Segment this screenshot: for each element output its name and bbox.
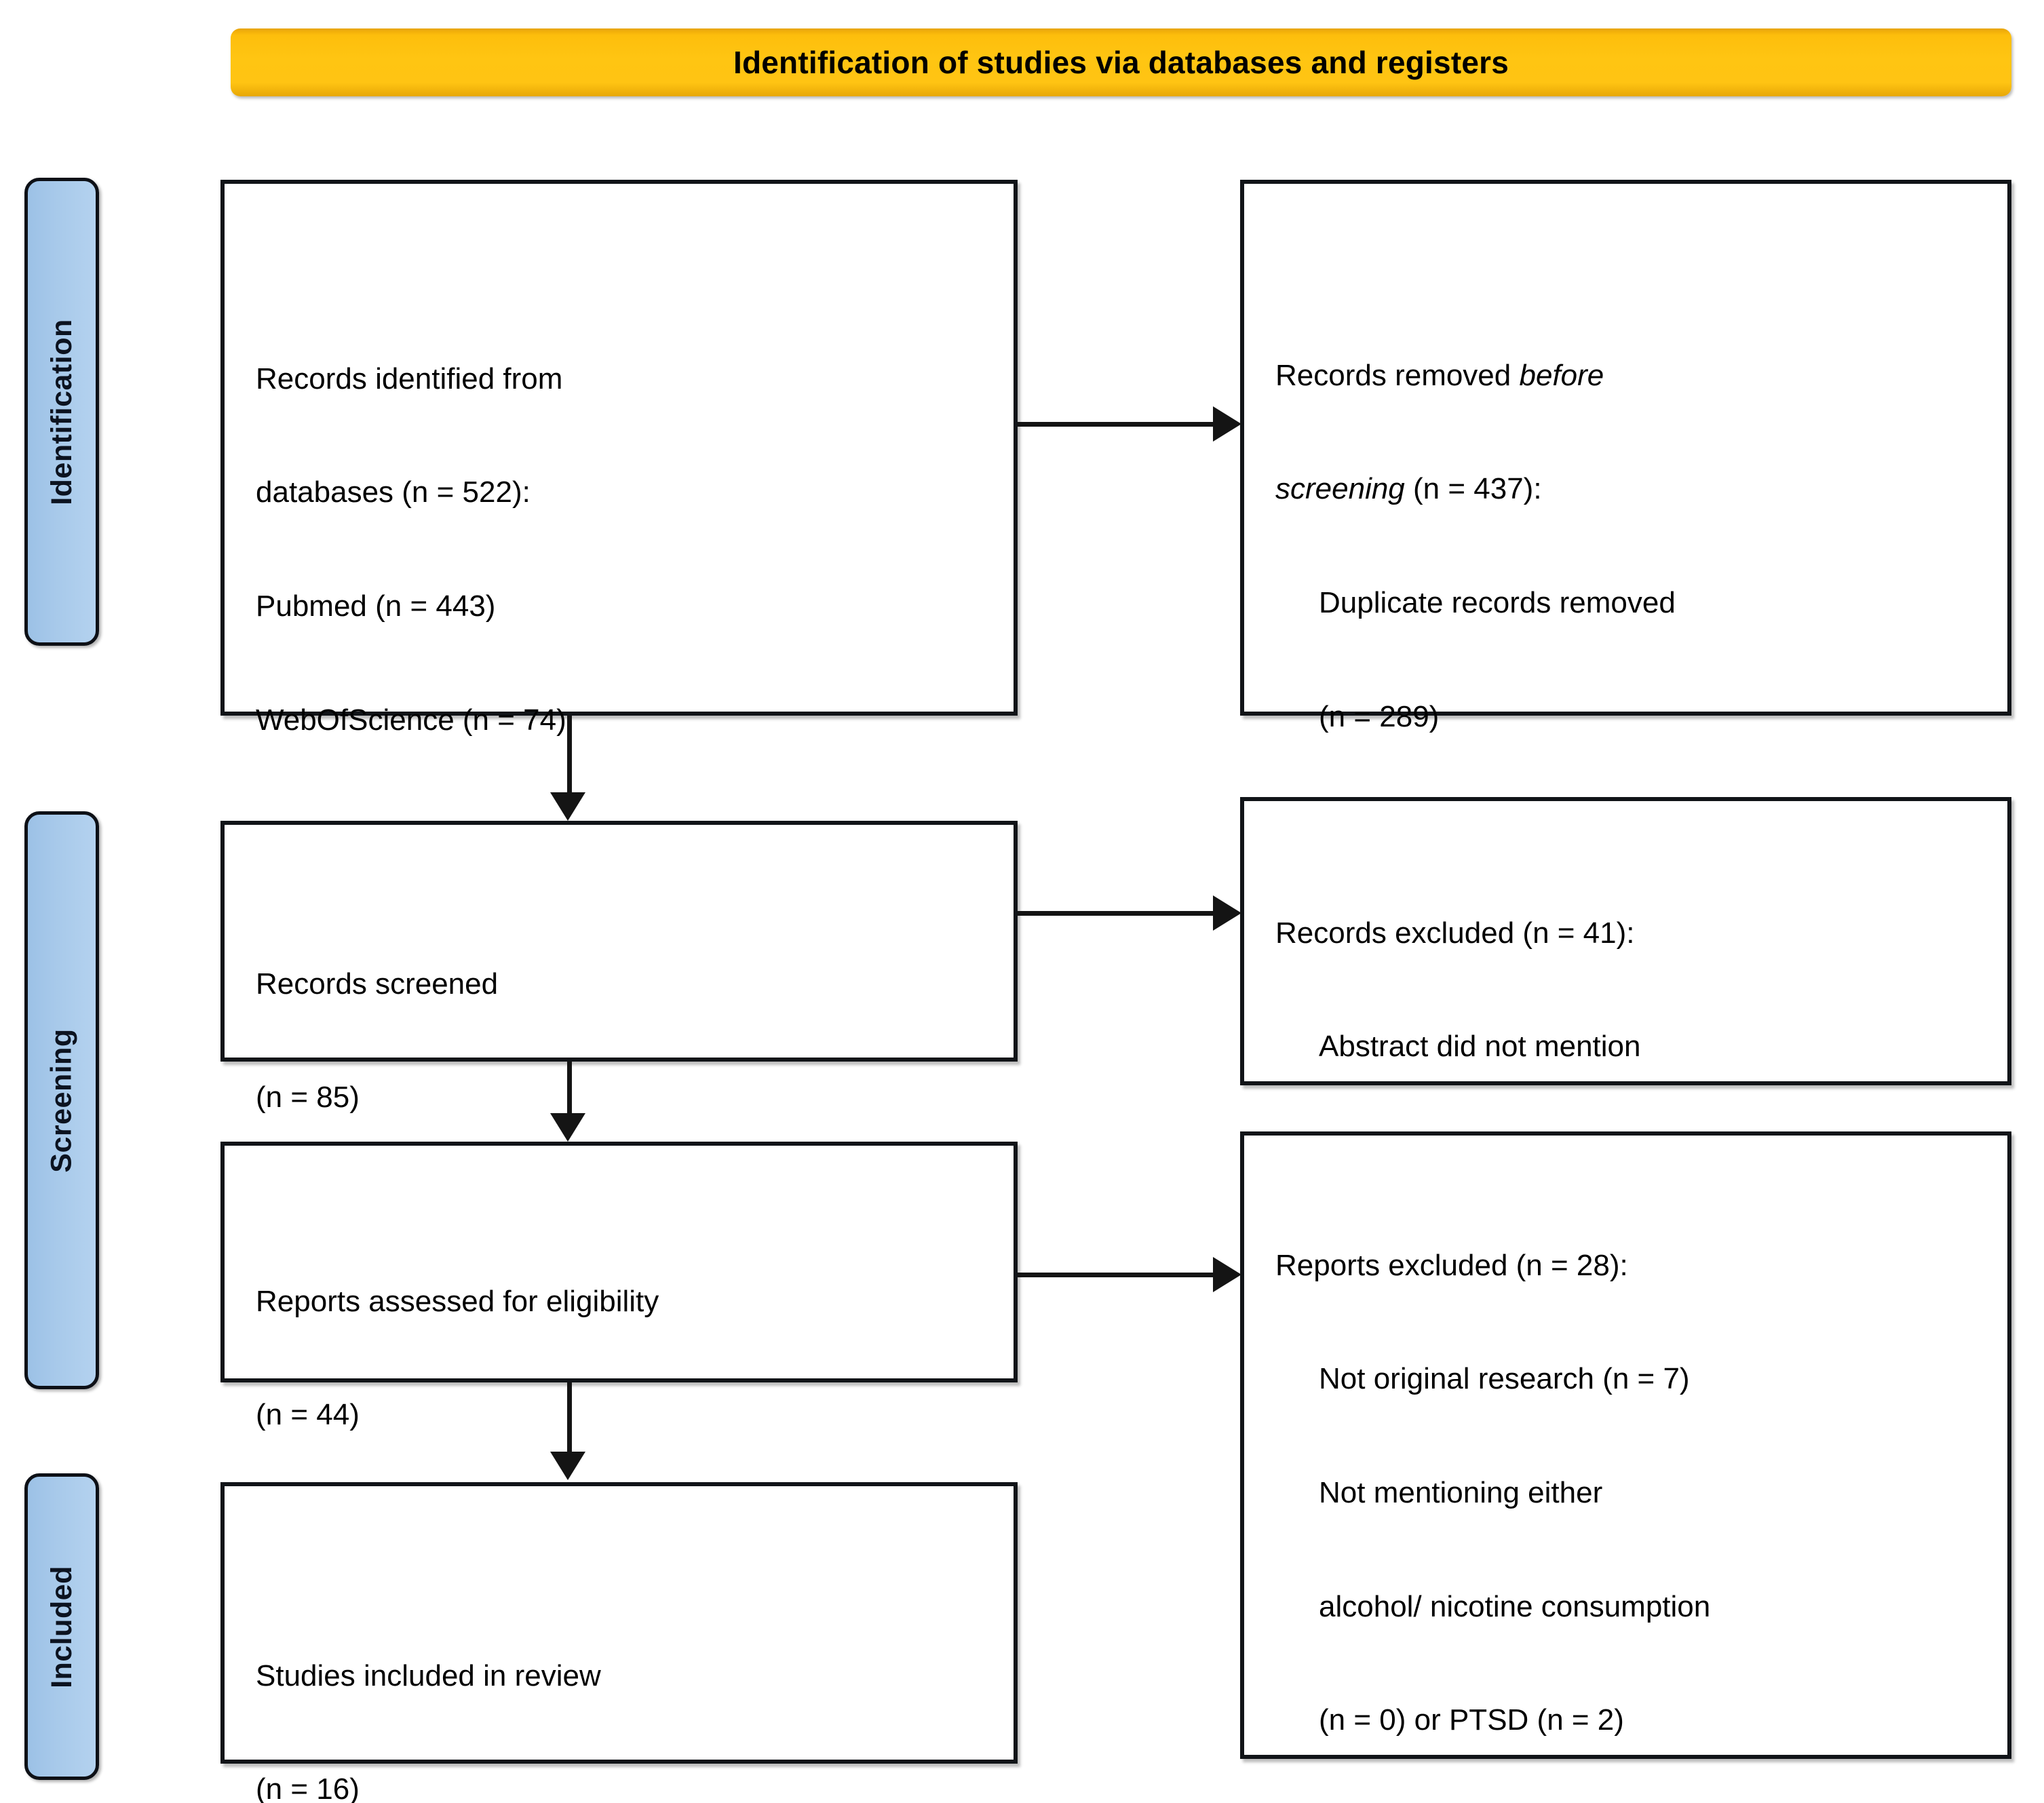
text-line: databases (n = 522):	[256, 476, 531, 509]
text-fragment-italic: screening	[1275, 472, 1405, 506]
box-reports-assessed-text: Reports assessed for eligibility (n = 44…	[256, 1207, 996, 1510]
connector-screened-to-records-excluded	[1018, 911, 1218, 916]
box-records-removed-before-screening: Records removed before screening (n = 43…	[1240, 180, 2011, 961]
arrowhead-down-icon	[550, 792, 585, 821]
text-line: (n = 289)	[1319, 699, 1440, 733]
text-line: Reports excluded (n = 28):	[1275, 1248, 1628, 1282]
stage-label-included: Included	[45, 1565, 78, 1688]
text-line: (n = 44)	[256, 1398, 360, 1432]
text-line: Records screened	[256, 967, 499, 1001]
connector-eligibility-to-reports-excluded	[1018, 1273, 1218, 1277]
stage-label-identification: Identification	[45, 318, 78, 505]
text-line: Duplicate records removed	[1319, 586, 1676, 619]
text-line: Reports assessed for eligibility	[256, 1284, 659, 1318]
arrowhead-right-icon	[1213, 895, 1241, 931]
box-reports-assessed-for-eligibility: Reports assessed for eligibility (n = 44…	[220, 1142, 1018, 1431]
box-reports-excluded: Reports excluded (n = 28): Not original …	[1240, 1131, 2011, 1759]
connector-screened-to-eligibility	[567, 1062, 572, 1116]
stage-tab-identification: Identification	[24, 178, 99, 646]
stage-tab-included: Included	[24, 1473, 99, 1780]
arrowhead-right-icon	[1213, 1257, 1241, 1292]
stage-tab-screening: Screening	[24, 811, 99, 1389]
box-records-excluded: Records excluded (n = 41): Abstract did …	[1240, 797, 2011, 1291]
box-records-screened-text: Records screened (n = 85)	[256, 889, 996, 1193]
text-fragment-italic: before	[1519, 358, 1604, 392]
text-line: (n = 85)	[256, 1081, 360, 1114]
text-line: alcohol/ nicotine consumption	[1319, 1589, 1711, 1623]
text-fragment: Records removed	[1275, 358, 1520, 392]
connector-eligibility-to-included	[567, 1382, 572, 1454]
text-line: Records removed before	[1275, 357, 1990, 395]
text-line: Abstract did not mention	[1319, 1030, 1641, 1064]
text-line: Not original research (n = 7)	[1319, 1362, 1690, 1396]
text-line: (n = 0) or PTSD (n = 2)	[1319, 1703, 1624, 1737]
text-line: Records identified from	[256, 362, 563, 395]
text-line: Not mentioning either	[1319, 1476, 1603, 1509]
arrowhead-down-icon	[550, 1452, 585, 1480]
connector-identified-to-removed	[1018, 422, 1218, 427]
text-line: Records excluded (n = 41):	[1275, 916, 1635, 950]
text-line: Pubmed (n = 443)	[256, 589, 496, 623]
stage-label-screening: Screening	[45, 1028, 78, 1173]
text-line: screening (n = 437):	[1275, 470, 1990, 508]
box-reports-excluded-text: Reports excluded (n = 28): Not original …	[1275, 1171, 1990, 1803]
diagram-header-banner: Identification of studies via databases …	[231, 28, 2011, 96]
arrowhead-right-icon	[1213, 406, 1241, 442]
banner-title: Identification of studies via databases …	[733, 44, 1509, 80]
box-studies-included-in-review: Studies included in review (n = 16)	[220, 1482, 1018, 1803]
arrowhead-down-icon	[550, 1113, 585, 1142]
text-line: Studies included in review	[256, 1659, 601, 1692]
box-studies-included-text: Studies included in review (n = 16)	[256, 1581, 996, 1803]
text-line: (n = 16)	[256, 1772, 360, 1803]
box-records-screened: Records screened (n = 85)	[220, 821, 1018, 1114]
box-records-identified: Records identified from databases (n = 5…	[220, 180, 1018, 850]
text-fragment: (n = 437):	[1404, 472, 1542, 506]
connector-identified-to-screened	[567, 716, 572, 796]
text-line: WebOfScience (n = 74)	[256, 703, 566, 737]
